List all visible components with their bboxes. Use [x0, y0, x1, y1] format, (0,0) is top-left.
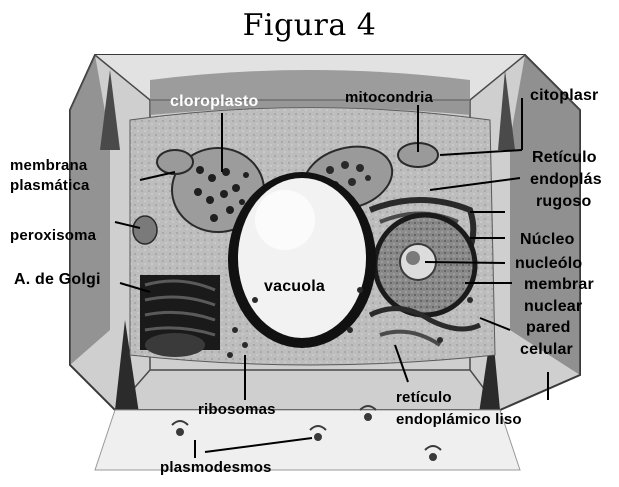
label-membrana-nuclear-1: membrar	[524, 275, 594, 294]
label-reticulo-rugoso-2: endoplás	[530, 170, 602, 189]
label-pared-celular-2: celular	[520, 340, 573, 359]
label-plasmodesmos: plasmodesmos	[160, 458, 272, 477]
label-peroxisoma: peroxisoma	[10, 226, 96, 245]
label-vacuola: vacuola	[264, 277, 325, 296]
label-nucleo: Núcleo	[520, 230, 575, 249]
label-golgi: A. de Golgi	[14, 270, 101, 289]
label-membrana-plasmatica-2: plasmática	[10, 176, 90, 195]
label-reticulo-liso-2: endoplámico liso	[396, 410, 522, 429]
label-pared-celular-1: pared	[526, 318, 571, 337]
label-reticulo-rugoso-1: Retículo	[532, 148, 597, 167]
label-reticulo-liso-1: retículo	[396, 388, 452, 407]
golgi-apparatus	[140, 275, 220, 357]
nucleus	[375, 215, 475, 315]
peroxisome	[133, 216, 157, 244]
label-nucleolo: nucleólo	[515, 254, 582, 273]
label-citoplasma: citoplasr	[530, 86, 599, 105]
label-ribosomas: ribosomas	[198, 400, 276, 419]
label-cloroplasto: cloroplasto	[170, 92, 258, 111]
vacuole	[228, 172, 376, 348]
label-reticulo-rugoso-3: rugoso	[536, 192, 591, 211]
label-membrana-nuclear-2: nuclear	[524, 297, 582, 316]
label-mitocondria: mitocondria	[345, 88, 433, 107]
label-membrana-plasmatica-1: membrana	[10, 156, 87, 175]
